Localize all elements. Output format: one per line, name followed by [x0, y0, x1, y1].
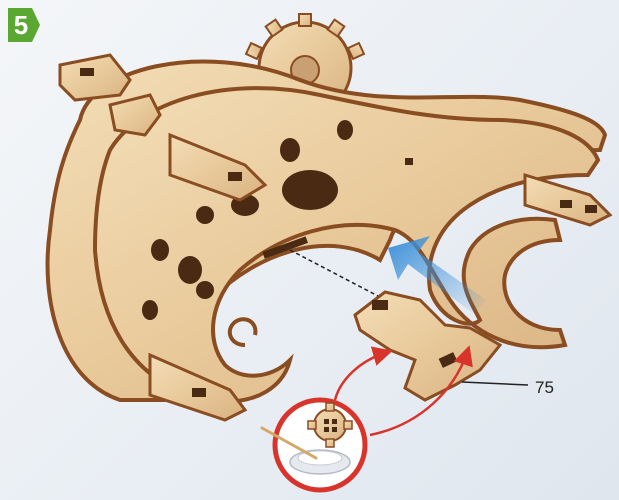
- step-number: 5: [8, 10, 34, 40]
- glue-pot-icon: [275, 400, 365, 490]
- step-badge: 5: [8, 8, 40, 42]
- assembly-guide-line: [290, 250, 378, 296]
- part-number-label: 75: [535, 378, 554, 398]
- callout-leader-line: [462, 382, 528, 385]
